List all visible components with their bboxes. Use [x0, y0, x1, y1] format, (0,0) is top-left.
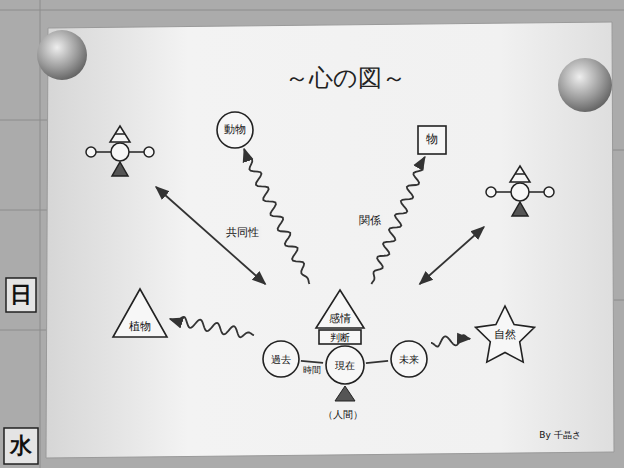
diagram-title: ～心の図～	[285, 65, 406, 91]
circle-outline	[217, 112, 253, 148]
calendar-mark: 水	[10, 434, 32, 458]
star-node: 自然	[472, 303, 538, 367]
node-text: 自然	[494, 329, 516, 341]
triangle-outline	[316, 290, 364, 328]
box-outline	[418, 126, 446, 154]
calendar-mark: 日	[10, 283, 32, 307]
node-text: （人間）	[323, 409, 363, 420]
box-outline	[319, 330, 361, 344]
magnet	[37, 30, 87, 80]
connector-line	[420, 227, 484, 284]
wavy-arrow	[244, 149, 309, 284]
node-text: 物	[426, 133, 438, 146]
connector-line	[301, 361, 323, 363]
wavy-arrow	[170, 317, 254, 337]
node-text: 感情	[329, 313, 351, 325]
circle-node: 未来	[390, 340, 428, 378]
connector-line	[366, 361, 388, 363]
edge-label: 時間	[301, 365, 323, 377]
calendar-box	[4, 428, 38, 464]
human-figure-drawing	[486, 166, 554, 216]
human-figure-drawing	[86, 126, 154, 176]
figure-foot	[335, 386, 355, 401]
circle-node: 現在	[325, 345, 365, 385]
circle-outline	[391, 341, 427, 377]
node-outline	[482, 165, 558, 225]
wavy-arrow	[431, 335, 470, 346]
node-text: 現在	[335, 360, 355, 371]
circle-outline	[326, 346, 364, 384]
node-text: 未来	[399, 354, 419, 365]
circle-node: 過去	[262, 340, 300, 378]
human-figure	[482, 165, 558, 225]
calendar-box	[6, 278, 36, 312]
human-figure	[82, 125, 158, 185]
triangle-node: 感情	[315, 289, 365, 329]
edge-label: 共同性	[224, 225, 261, 239]
node-outline	[82, 125, 158, 185]
node-text: 動物	[224, 124, 246, 136]
human-group: （人間） 感情判断過去現在 未来	[255, 285, 430, 420]
star-outline	[476, 306, 535, 362]
triangle-outline	[113, 289, 167, 337]
signature: By 千晶さ	[539, 431, 580, 441]
node-text: 過去	[271, 354, 291, 365]
paper-sheet	[46, 22, 614, 458]
circle-node: 動物	[216, 111, 254, 149]
magnet	[558, 58, 612, 112]
edge-label: 関係	[357, 213, 383, 227]
node-text: 植物	[129, 321, 151, 333]
circle-outline	[263, 341, 299, 377]
box-node: 判断	[318, 329, 362, 345]
connector-line	[156, 187, 265, 284]
box-node: 物	[417, 125, 447, 155]
triangle-node: 植物	[112, 288, 168, 338]
node-text: 判断	[330, 332, 350, 343]
